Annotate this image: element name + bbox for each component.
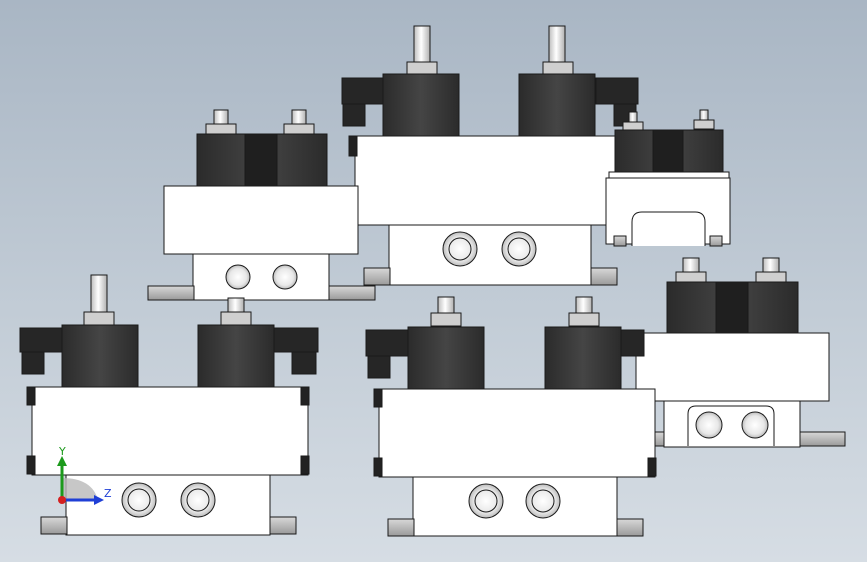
solenoid-coil	[197, 324, 275, 388]
mounting-foot	[363, 267, 391, 286]
valve-assembly-1[interactable]	[147, 109, 376, 301]
lock-nut	[406, 61, 438, 75]
port-ring	[507, 237, 531, 261]
lock-nut	[568, 312, 600, 327]
valve-body	[354, 135, 618, 226]
port-ring	[186, 488, 210, 512]
valve-assembly-4[interactable]	[19, 274, 319, 536]
port-hole	[695, 411, 723, 439]
y-axis-arrowhead	[57, 456, 67, 466]
port-hole	[501, 231, 537, 267]
plunger-stem	[575, 296, 593, 316]
end-cap	[26, 455, 36, 475]
port-hole	[468, 483, 504, 519]
solenoid-coil	[518, 73, 596, 137]
port-ring	[127, 488, 151, 512]
port-hole	[180, 482, 216, 518]
solenoid-coil	[407, 326, 485, 390]
lock-nut	[83, 311, 115, 326]
valve-body	[378, 388, 656, 478]
end-cap	[373, 388, 383, 408]
coil-divider	[715, 281, 749, 335]
port-hole	[121, 482, 157, 518]
valve-body	[635, 332, 830, 402]
din-connector-cap	[367, 355, 391, 379]
port-hole	[225, 264, 251, 290]
mounting-foot	[40, 516, 68, 535]
solenoid-coil	[382, 73, 460, 137]
port-ring	[474, 489, 498, 513]
mounting-foot	[613, 235, 627, 247]
end-cap	[300, 386, 310, 406]
port-ring	[531, 489, 555, 513]
din-connector	[619, 329, 645, 357]
valve-body	[163, 185, 359, 255]
valve-body	[31, 386, 309, 476]
mounting-foot	[147, 285, 195, 301]
port-hole	[272, 264, 298, 290]
lock-nut	[542, 61, 574, 75]
valve-body-top	[608, 171, 730, 179]
end-cap	[300, 455, 310, 475]
lock-nut	[755, 271, 787, 284]
base-recess	[631, 211, 706, 246]
mounting-foot	[387, 518, 415, 537]
din-connector-cap	[21, 351, 45, 375]
mounting-foot	[590, 267, 618, 286]
end-cap	[26, 386, 36, 406]
mounting-foot	[328, 285, 376, 301]
port-hole	[741, 411, 769, 439]
lock-nut	[430, 312, 462, 327]
valve-assembly-3[interactable]	[605, 109, 731, 247]
valve-base	[388, 224, 592, 286]
end-cap	[373, 457, 383, 477]
din-connector	[271, 327, 319, 353]
end-cap	[348, 135, 358, 157]
din-connector	[365, 329, 411, 357]
plunger-stem	[413, 25, 431, 65]
lock-nut	[675, 271, 707, 284]
x-axis-point-icon	[58, 496, 66, 504]
valve-base	[412, 476, 618, 537]
lock-nut	[693, 119, 715, 130]
plunger-stem	[90, 274, 108, 316]
z-axis-label: Z	[104, 487, 112, 500]
mounting-foot	[799, 431, 846, 447]
din-connector-cap	[291, 351, 317, 375]
solenoid-coil	[61, 324, 139, 388]
plunger-stem	[548, 25, 566, 65]
mounting-foot	[269, 516, 297, 535]
triad-plane-shade	[62, 478, 98, 500]
valve-assembly-5[interactable]	[365, 296, 657, 537]
mounting-foot	[616, 518, 644, 537]
solenoid-coil	[544, 326, 622, 390]
mounting-foot	[709, 235, 723, 247]
reference-triad[interactable]: Y Z	[57, 445, 112, 505]
lock-nut	[220, 311, 252, 326]
y-axis-label: Y	[58, 445, 66, 458]
z-axis-arrowhead	[94, 495, 104, 505]
coil-divider	[652, 129, 684, 173]
valve-base	[65, 474, 271, 536]
din-connector-cap	[342, 103, 366, 127]
din-connector	[595, 77, 639, 105]
valve-assembly-6[interactable]	[619, 257, 846, 448]
plunger-stem	[437, 296, 455, 316]
coil-divider	[244, 133, 278, 187]
end-cap	[647, 457, 657, 477]
valve-assembly-2[interactable]	[341, 25, 639, 286]
din-connector	[341, 77, 385, 105]
port-ring	[448, 237, 472, 261]
valve-base	[192, 253, 330, 301]
port-hole	[442, 231, 478, 267]
port-hole	[525, 483, 561, 519]
din-connector	[19, 327, 67, 353]
